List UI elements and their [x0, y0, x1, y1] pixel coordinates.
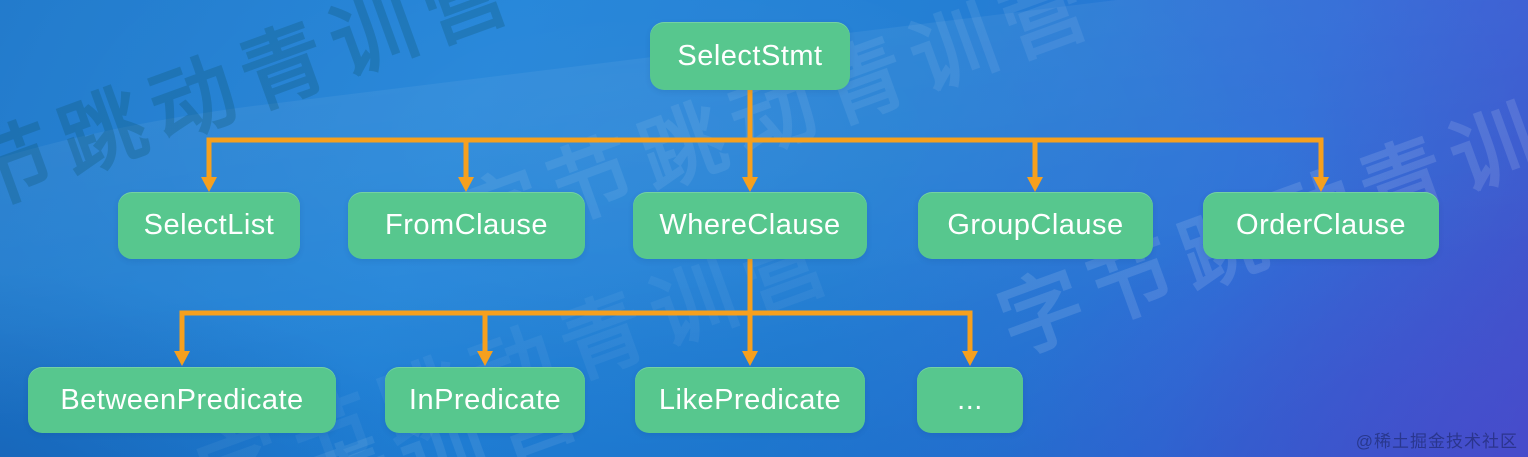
node-inpredicate: InPredicate — [385, 367, 585, 433]
node-selectlist: SelectList — [118, 192, 300, 259]
node-likepredicate: LikePredicate — [635, 367, 865, 433]
community-watermark-credit: @稀土掘金技术社区 — [1355, 432, 1518, 451]
node-betweenpredicate: BetweenPredicate — [28, 367, 336, 433]
node-fromclause: FromClause — [348, 192, 585, 259]
node-selectstmt: SelectStmt — [650, 22, 850, 90]
watermark-text: 字节跳动青训营 — [470, 435, 1143, 457]
node-whereclause: WhereClause — [633, 192, 867, 259]
node-ellipsis: ... — [917, 367, 1023, 433]
node-groupclause: GroupClause — [918, 192, 1153, 259]
node-orderclause: OrderClause — [1203, 192, 1439, 259]
